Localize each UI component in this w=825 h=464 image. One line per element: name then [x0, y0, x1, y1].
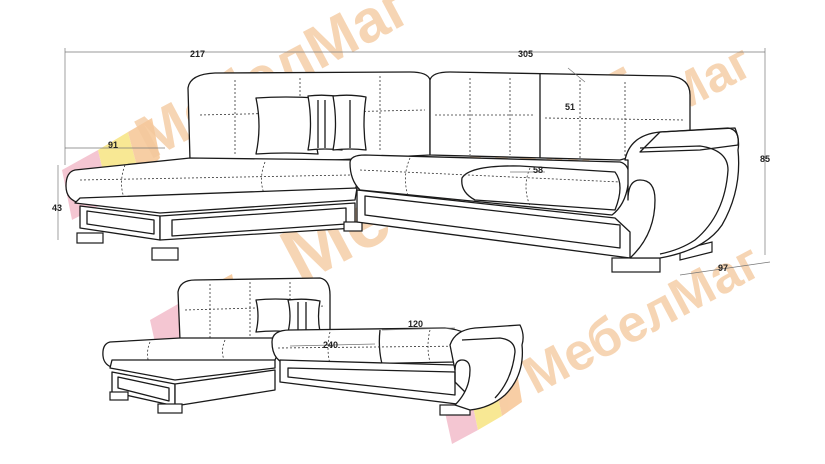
dimension-seat-height: 43	[52, 203, 62, 213]
large-sofa-dimension-lines	[57, 48, 771, 276]
dimension-arm-depth: 97	[718, 263, 728, 273]
dimension-labels: 217 305 91 43 51 58 85 97 120 240	[52, 49, 770, 350]
foot	[151, 247, 179, 261]
dimension-bed-width: 120	[408, 319, 423, 329]
pillow-right	[287, 298, 321, 333]
bed-armrest	[449, 324, 524, 411]
dimension-total-height: 85	[760, 154, 770, 164]
right-armrest	[624, 127, 740, 259]
dimension-seat-depth: 58	[533, 165, 543, 175]
chaise-base	[74, 187, 358, 214]
dimension-width-left: 217	[190, 49, 205, 59]
dimension-width-right: 305	[518, 49, 533, 59]
bed-mattress	[271, 327, 476, 366]
dimension-back-height: 51	[565, 102, 575, 112]
foot	[343, 221, 363, 232]
sofa-large-drawing	[65, 71, 740, 273]
foot	[76, 232, 104, 244]
bed-dimension-lines	[289, 327, 456, 347]
bed-base	[279, 359, 466, 406]
pillow-left	[255, 96, 319, 155]
sofa-bed-drawing	[102, 277, 524, 416]
dimension-chaise-depth: 91	[108, 140, 118, 150]
dimension-bed-length: 240	[323, 340, 338, 350]
foot	[611, 257, 661, 273]
